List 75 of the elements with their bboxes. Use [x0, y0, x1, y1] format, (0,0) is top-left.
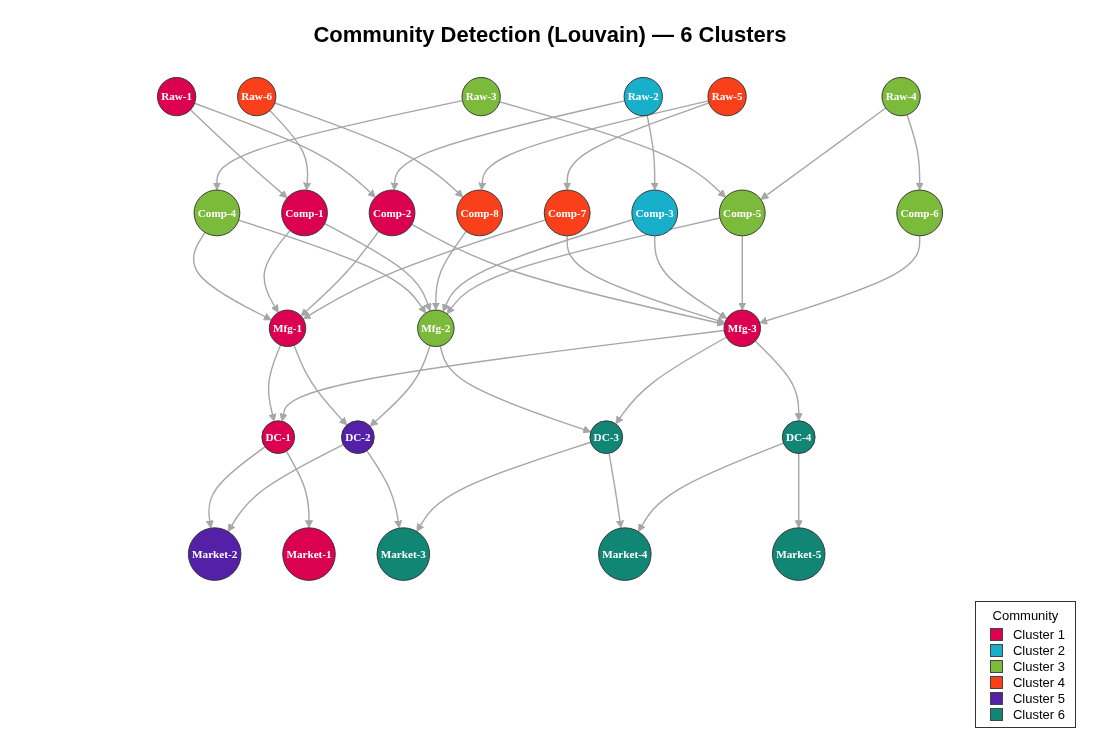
- node-circle: Comp-5: [718, 189, 766, 237]
- node-circle: Market-5: [771, 527, 826, 581]
- arrow: [193, 102, 376, 198]
- arrow: [205, 446, 266, 529]
- node-circle: Comp-6: [896, 189, 944, 237]
- arrow: [390, 100, 626, 191]
- node-circle: DC-4: [781, 420, 816, 455]
- legend-label: Cluster 6: [1012, 707, 1065, 722]
- node-circle: Raw-6: [237, 76, 277, 117]
- arrow: [439, 345, 592, 434]
- legend-label: Cluster 1: [1012, 627, 1065, 642]
- node-circle: Raw-5: [707, 76, 747, 117]
- node-circle: Raw-3: [461, 76, 501, 117]
- legend-label: Cluster 4: [1012, 675, 1065, 690]
- node-circle: Comp-8: [456, 189, 503, 237]
- legend-label: Cluster 2: [1012, 643, 1065, 658]
- node-circle: Market-1: [282, 527, 336, 581]
- arrow: [759, 235, 921, 325]
- arrow: [615, 336, 728, 425]
- arrow: [366, 450, 403, 529]
- arrow: [906, 114, 924, 191]
- arrow: [566, 235, 726, 325]
- node-circle: Market-3: [376, 527, 431, 581]
- node-circle: Comp-7: [543, 189, 591, 237]
- arrow: [411, 223, 725, 327]
- legend-label: Cluster 3: [1012, 659, 1065, 674]
- arrow: [478, 100, 710, 191]
- arrow: [794, 452, 803, 529]
- legend-title: Community: [991, 608, 1060, 623]
- node-circle: Mfg-1: [268, 309, 307, 347]
- arrow: [446, 217, 721, 315]
- arrow: [302, 219, 547, 320]
- legend-label: Cluster 5: [1012, 691, 1065, 706]
- node-circle: Mfg-2: [417, 309, 455, 347]
- arrow: [608, 452, 624, 529]
- node-circle: Mfg-3: [723, 309, 761, 347]
- arrow: [416, 441, 592, 532]
- chart-title: Community Detection (Louvain) — 6 Clusters: [312, 22, 788, 48]
- node-circle: Market-4: [598, 527, 652, 581]
- arrow: [754, 340, 803, 422]
- arrow: [431, 230, 467, 311]
- arrow: [646, 114, 659, 191]
- node-circle: Comp-1: [281, 189, 328, 237]
- arrow: [285, 450, 314, 529]
- arrow: [227, 443, 344, 532]
- arrow: [267, 344, 282, 422]
- node-circle: Comp-3: [631, 189, 679, 237]
- arrow: [269, 109, 312, 191]
- node-circle: Market-2: [187, 527, 242, 581]
- node-circle: DC-1: [261, 420, 296, 455]
- arrow: [238, 219, 427, 314]
- node-circle: Raw-1: [156, 76, 197, 117]
- arrow: [760, 107, 887, 200]
- arrow: [293, 344, 348, 426]
- node-circle: Comp-4: [193, 189, 241, 237]
- arrow: [498, 101, 726, 198]
- arrow: [738, 235, 747, 311]
- node-circle: Comp-2: [368, 189, 416, 237]
- arrow: [189, 109, 288, 199]
- arrow: [279, 329, 725, 422]
- node-circle: Raw-4: [881, 76, 921, 117]
- arrow: [637, 442, 785, 532]
- arrow: [263, 229, 291, 313]
- node-circle: DC-2: [341, 420, 375, 455]
- arrow: [324, 222, 432, 312]
- arrow: [654, 235, 728, 319]
- arrow: [442, 218, 634, 312]
- arrow: [192, 231, 272, 321]
- node-circle: DC-3: [589, 420, 624, 455]
- arrow: [274, 102, 464, 198]
- arrow: [563, 102, 710, 191]
- node-circle: Raw-2: [623, 76, 663, 117]
- arrow: [212, 99, 464, 191]
- arrow: [300, 230, 380, 317]
- arrow: [369, 344, 431, 427]
